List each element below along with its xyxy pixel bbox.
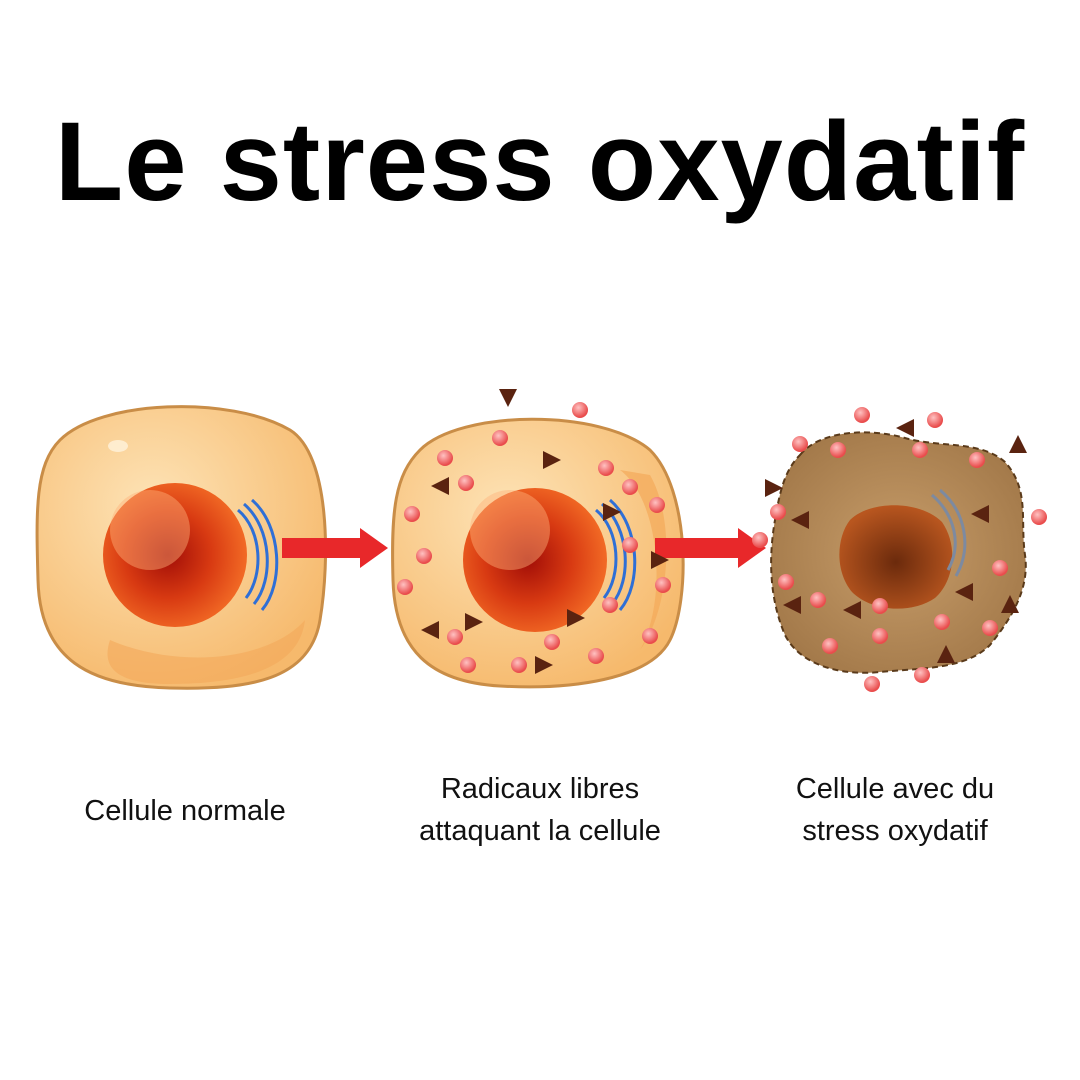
damaged-golgi: [931, 488, 967, 577]
damaged-nucleus: [839, 505, 953, 609]
free-radical-dot: [792, 436, 808, 452]
nucleus: [463, 488, 607, 632]
caption-normal-cell: Cellule normale: [40, 790, 330, 832]
nucleus: [103, 483, 247, 627]
oxidant-triangle: [765, 479, 783, 497]
oxidant-triangle: [791, 511, 809, 529]
free-radical-dot: [397, 579, 413, 595]
free-radical-dot: [458, 475, 474, 491]
golgi-apparatus: [237, 498, 279, 611]
free-radicals: [397, 402, 1047, 692]
oxidant-triangle: [971, 505, 989, 523]
caption-line: Cellule normale: [84, 795, 286, 827]
right-arrow-icon: [282, 528, 388, 568]
oxidant-triangle: [465, 613, 483, 631]
oxidant-triangle: [543, 451, 561, 469]
caption-oxidative-stress-cell: Cellule avec du stress oxydatif: [740, 768, 1050, 852]
free-radical-dot: [544, 634, 560, 650]
free-radical-dot: [572, 402, 588, 418]
free-radical-dot: [511, 657, 527, 673]
page-title: Le stress oxydatif: [54, 99, 1026, 224]
oxidant-triangles: [421, 389, 1027, 674]
free-radical-dot: [864, 676, 880, 692]
free-radical-dot: [854, 407, 870, 423]
oxidant-triangle: [843, 601, 861, 619]
free-radical-dot: [655, 577, 671, 593]
oxidative-stress-diagram: [35, 389, 1047, 692]
caption-line: Cellule avec du: [795, 773, 995, 805]
free-radical-dot: [588, 648, 604, 664]
oxidant-triangle: [1009, 435, 1027, 453]
free-radical-dot: [492, 430, 508, 446]
oxidant-triangle: [896, 419, 914, 437]
free-radical-dot: [770, 504, 786, 520]
free-radical-dot: [416, 548, 432, 564]
oxidant-triangle: [937, 645, 955, 663]
free-radical-dot: [642, 628, 658, 644]
free-radical-dot: [598, 460, 614, 476]
free-radical-dot: [622, 537, 638, 553]
free-radical-dot: [912, 442, 928, 458]
attacked-cell: [391, 417, 685, 689]
free-radical-dot: [927, 412, 943, 428]
oxidant-triangle: [535, 656, 553, 674]
caption-line: attaquant la cellule: [419, 815, 661, 847]
normal-cell: [35, 405, 328, 690]
oxidant-triangle: [431, 477, 449, 495]
caption-free-radicals: Radicaux libres attaquant la cellule: [380, 768, 700, 852]
oxidant-triangle: [955, 583, 973, 601]
oxidant-triangle: [499, 389, 517, 407]
free-radical-dot: [460, 657, 476, 673]
free-radical-dot: [822, 638, 838, 654]
free-radical-dot: [830, 442, 846, 458]
free-radical-dot: [969, 452, 985, 468]
oxidant-triangle: [567, 609, 585, 627]
free-radical-dot: [649, 497, 665, 513]
nucleolus-highlight: [110, 490, 190, 570]
oxidative-stress-cell: [770, 431, 1027, 674]
free-radical-dot: [447, 629, 463, 645]
caption-line: stress oxydatif: [802, 815, 988, 847]
free-radical-dot: [810, 592, 826, 608]
free-radical-dot: [872, 598, 888, 614]
free-radical-dot: [404, 506, 420, 522]
free-radical-dot: [872, 628, 888, 644]
free-radical-dot: [992, 560, 1008, 576]
oxidant-triangle: [1001, 595, 1019, 613]
free-radical-dot: [982, 620, 998, 636]
oxidant-triangle: [421, 621, 439, 639]
oxidant-triangle: [651, 551, 669, 569]
oxidant-triangle: [603, 503, 621, 521]
free-radical-dot: [437, 450, 453, 466]
free-radical-dot: [914, 667, 930, 683]
free-radical-dot: [622, 479, 638, 495]
free-radical-dot: [602, 597, 618, 613]
right-arrow-icon: [655, 528, 766, 568]
oxidant-triangle: [783, 596, 801, 614]
caption-line: Radicaux libres: [440, 773, 640, 805]
free-radical-dot: [752, 532, 768, 548]
free-radical-dot: [778, 574, 794, 590]
free-radical-dot: [934, 614, 950, 630]
free-radical-dot: [1031, 509, 1047, 525]
